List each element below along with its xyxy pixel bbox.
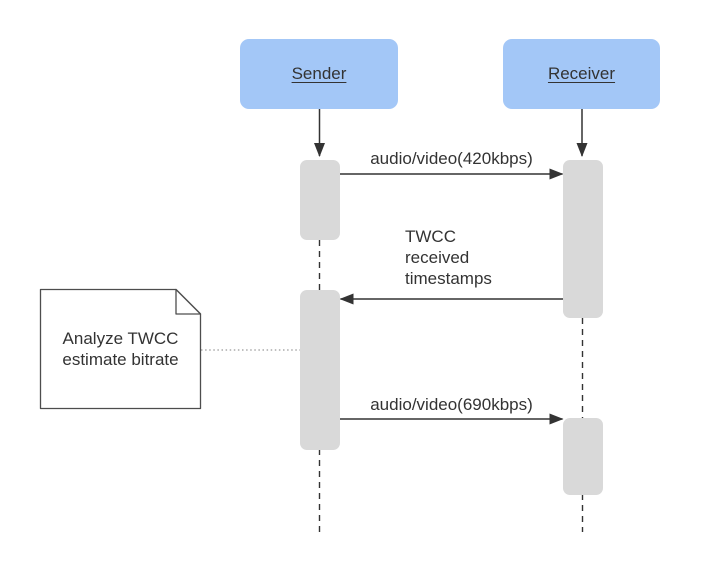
actor-box-receiver: Receiver <box>503 39 660 109</box>
message-label-twcc: TWCC received timestamps <box>405 227 492 288</box>
message-label-420kbps: audio/video(420kbps) <box>370 149 533 168</box>
note-shape <box>39 288 202 410</box>
message-label-690kbps: audio/video(690kbps) <box>370 395 533 414</box>
actor-label-receiver: Receiver <box>547 64 616 83</box>
activation-bar-sender-1 <box>300 160 340 240</box>
note-fold-corner-icon <box>175 288 202 315</box>
activation-bar-receiver-1 <box>563 160 603 318</box>
activation-bar-receiver-2 <box>563 418 603 495</box>
actor-box-sender: Sender <box>240 39 398 109</box>
note-text: Analyze TWCC estimate bitrate <box>62 329 179 369</box>
actor-label-sender: Sender <box>291 64 347 83</box>
activation-bar-sender-2 <box>300 290 340 450</box>
